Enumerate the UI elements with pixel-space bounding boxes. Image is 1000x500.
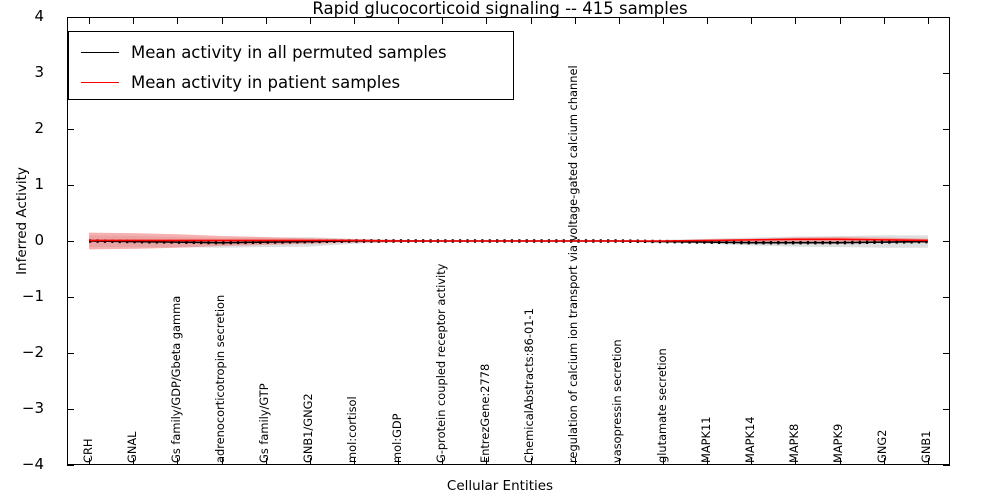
x-tick-mark (265, 458, 267, 465)
x-tick-label: GNAL (124, 431, 139, 464)
x-tick-mark (574, 17, 576, 24)
x-tick-label: MAPK11 (698, 416, 713, 463)
x-tick-label: vasopressin secretion (610, 339, 625, 463)
x-tick-mark (618, 17, 620, 24)
y-tick-mark (943, 241, 950, 242)
series-lines (89, 238, 928, 245)
x-tick-label: MAPK14 (742, 416, 757, 463)
x-axis-label: Cellular Entities (446, 478, 554, 494)
y-tick-mark (943, 129, 950, 130)
x-tick-mark (221, 458, 223, 465)
x-tick-mark (795, 458, 797, 465)
y-tick-label: 2 (34, 119, 44, 137)
series-line (89, 238, 928, 242)
x-tick-mark (707, 458, 709, 465)
y-tick-label: 0 (34, 231, 44, 249)
x-tick-mark (442, 458, 444, 465)
y-tick-mark (943, 73, 950, 74)
x-tick-mark (927, 17, 929, 24)
x-tick-mark (221, 17, 223, 24)
x-tick-mark (398, 17, 400, 24)
x-tick-mark (89, 458, 91, 465)
y-tick-mark (943, 353, 950, 354)
y-tick-mark (67, 465, 74, 466)
x-tick-mark (751, 458, 753, 465)
chart-title: Rapid glucocorticoid signaling -- 415 sa… (312, 0, 688, 18)
y-tick-label: −3 (21, 399, 44, 417)
legend-line-swatch-red (81, 81, 119, 83)
x-tick-mark (486, 458, 488, 465)
y-tick-mark (67, 353, 74, 354)
legend-item-patient: Mean activity in patient samples (77, 67, 513, 97)
y-tick-label: 1 (34, 175, 44, 193)
x-tick-mark (530, 17, 532, 24)
x-tick-label: ChemicalAbstracts:86-01-1 (522, 308, 537, 463)
y-tick-mark (67, 17, 74, 18)
x-tick-mark (663, 17, 665, 24)
x-tick-label: GNG2 (875, 429, 890, 463)
x-tick-label: adrenocorticotropin secretion (213, 294, 228, 463)
x-tick-mark (265, 17, 267, 24)
x-tick-mark (177, 458, 179, 465)
x-tick-label: mol:GDP (389, 413, 404, 463)
y-tick-mark (943, 297, 950, 298)
x-tick-mark (177, 17, 179, 24)
y-tick-mark (67, 297, 74, 298)
y-tick-mark (943, 465, 950, 466)
x-tick-mark (839, 458, 841, 465)
x-tick-label: MAPK9 (831, 423, 846, 463)
x-tick-mark (574, 458, 576, 465)
x-tick-mark (795, 17, 797, 24)
y-tick-mark (943, 185, 950, 186)
x-tick-label: mol:cortisol (345, 396, 360, 463)
y-tick-label: 3 (34, 63, 44, 81)
x-tick-mark (133, 17, 135, 24)
x-tick-mark (663, 458, 665, 465)
x-tick-mark (353, 17, 355, 24)
y-tick-mark (943, 409, 950, 410)
x-tick-label: Gs family/GTP (257, 383, 272, 463)
x-tick-mark (751, 17, 753, 24)
x-tick-mark (530, 458, 532, 465)
y-tick-mark (67, 185, 74, 186)
x-tick-label: glutamate secretion (654, 348, 669, 463)
x-tick-label: regulation of calcium ion transport via … (566, 65, 581, 463)
y-tick-mark (67, 241, 74, 242)
x-tick-label: G-protein coupled receptor activity (433, 263, 448, 463)
x-tick-mark (839, 17, 841, 24)
x-tick-mark (486, 17, 488, 24)
x-tick-mark (309, 458, 311, 465)
y-tick-label: 4 (34, 7, 44, 25)
x-tick-mark (89, 17, 91, 24)
legend-label-permuted: Mean activity in all permuted samples (131, 42, 447, 62)
x-tick-mark (133, 458, 135, 465)
x-tick-label: MAPK8 (786, 423, 801, 463)
x-tick-mark (398, 458, 400, 465)
x-tick-label: EntrezGene:2778 (477, 363, 492, 463)
x-tick-mark (883, 458, 885, 465)
y-tick-label: −2 (21, 343, 44, 361)
x-tick-mark (442, 17, 444, 24)
legend-line-swatch-black (81, 51, 119, 53)
x-tick-mark (618, 458, 620, 465)
x-tick-label: Gs family/GDP/Gbeta gamma (168, 295, 183, 463)
x-tick-mark (883, 17, 885, 24)
chart-legend: Mean activity in all permuted samples Me… (68, 31, 514, 100)
x-tick-mark (353, 458, 355, 465)
y-tick-label: −1 (21, 287, 44, 305)
legend-label-patient: Mean activity in patient samples (131, 72, 401, 92)
y-tick-mark (67, 409, 74, 410)
legend-item-permuted: Mean activity in all permuted samples (77, 37, 513, 67)
x-tick-label: GNB1/GNG2 (301, 393, 316, 463)
x-tick-mark (707, 17, 709, 24)
x-tick-mark (309, 17, 311, 24)
x-tick-label: CRH (80, 438, 95, 463)
x-tick-mark (927, 458, 929, 465)
x-tick-label: GNB1 (919, 430, 934, 463)
y-tick-mark (67, 129, 74, 130)
y-tick-label: −4 (21, 455, 44, 473)
y-tick-mark (943, 17, 950, 18)
